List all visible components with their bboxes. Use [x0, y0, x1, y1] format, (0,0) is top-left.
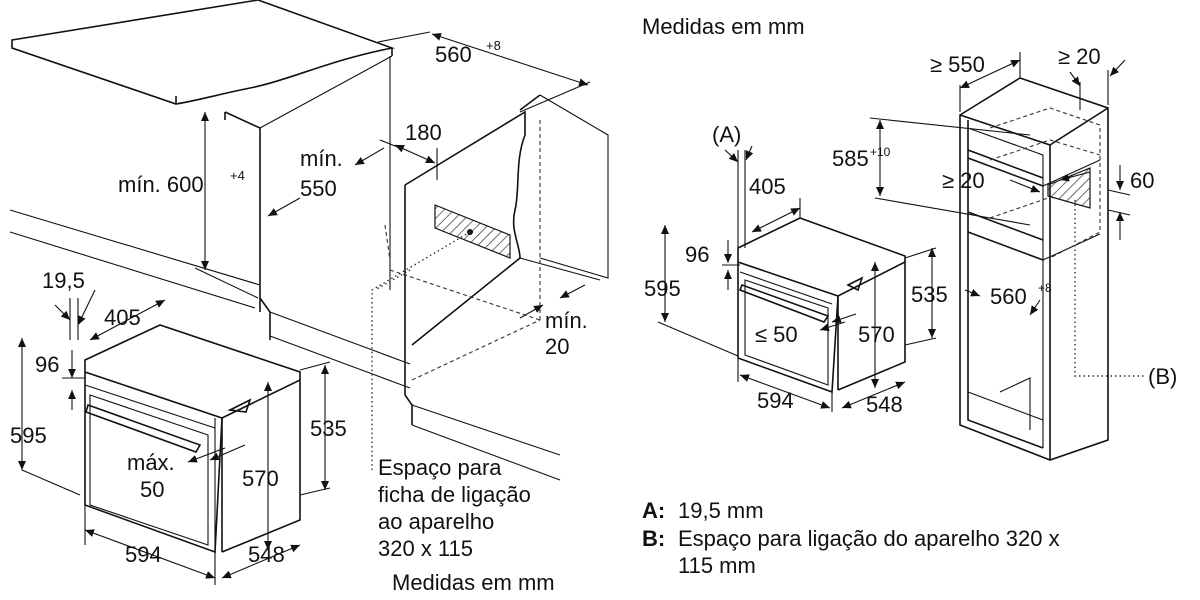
dim-96-right: 96 — [685, 242, 709, 267]
dim-570-left: 570 — [242, 466, 279, 491]
dim-ge550: ≥ 550 — [930, 52, 985, 77]
dim-max50-label: máx. — [127, 450, 175, 475]
socket-note-line2: ficha de ligação — [378, 482, 531, 507]
dim-560-left: 560 — [435, 42, 472, 67]
label-B: (B) — [1148, 364, 1177, 389]
socket-note-line3: ao aparelho — [378, 509, 494, 534]
label-A: (A) — [712, 122, 741, 147]
dim-594-right: 594 — [757, 388, 794, 413]
dim-min600: mín. 600 — [118, 172, 204, 197]
dim-560-sup-left: +8 — [486, 38, 501, 53]
legend-b-text-line2: 115 mm — [678, 553, 756, 578]
dim-min600-sup: +4 — [230, 168, 245, 183]
dim-19-5: 19,5 — [42, 268, 85, 293]
dim-535-right: 535 — [911, 282, 948, 307]
dim-548-left: 548 — [248, 542, 285, 567]
dim-585: 585 — [832, 146, 869, 171]
dim-535-left: 535 — [310, 416, 347, 441]
dim-min20-label: mín. — [545, 308, 588, 333]
dim-405-right: 405 — [749, 174, 786, 199]
dim-585-sup: +10 — [870, 145, 891, 159]
dim-570-right: 570 — [858, 322, 895, 347]
dim-405-left: 405 — [104, 305, 141, 330]
units-note-left: Medidas em mm — [392, 570, 555, 595]
tall-cabinet — [959, 77, 1109, 461]
connection-area-hatched — [1047, 167, 1091, 209]
dim-560-sup-right: +8 — [1038, 281, 1052, 295]
dim-ge20-mid: ≥ 20 — [942, 168, 985, 193]
dim-min550-value: 550 — [300, 176, 337, 201]
dim-594-left: 594 — [125, 542, 162, 567]
socket-note-line1: Espaço para — [378, 455, 502, 480]
dim-595-right: 595 — [644, 276, 681, 301]
socket-note-line4: 320 x 115 — [378, 536, 473, 561]
units-note-right: Medidas em mm — [642, 14, 805, 39]
left-installation-drawing: 560 +8 mín. 600 +4 mín. 550 180 mín. 20 … — [9, 0, 609, 595]
dim-60: 60 — [1130, 168, 1154, 193]
right-installation-drawing: Medidas em mm — [642, 14, 1177, 578]
legend-a-text: 19,5 mm — [678, 498, 764, 523]
dim-min550-label: mín. — [300, 146, 343, 171]
right-oven — [737, 217, 906, 394]
dim-548-right: 548 — [866, 392, 903, 417]
dim-ge20-top: ≥ 20 — [1058, 44, 1101, 69]
dim-560-right: 560 — [990, 284, 1027, 309]
dim-min20-value: 20 — [545, 334, 569, 359]
dim-96-left: 96 — [35, 352, 59, 377]
dim-180: 180 — [405, 120, 442, 145]
niche-side-panel — [404, 110, 526, 346]
legend-b-key: B: — [642, 526, 665, 551]
dim-le50: ≤ 50 — [755, 322, 798, 347]
legend-a-key: A: — [642, 498, 665, 523]
legend-b-text-line1: Espaço para ligação do aparelho 320 x — [678, 526, 1060, 551]
countertop — [11, 0, 396, 105]
dim-595-left: 595 — [10, 423, 47, 448]
dim-max50-value: 50 — [140, 477, 164, 502]
